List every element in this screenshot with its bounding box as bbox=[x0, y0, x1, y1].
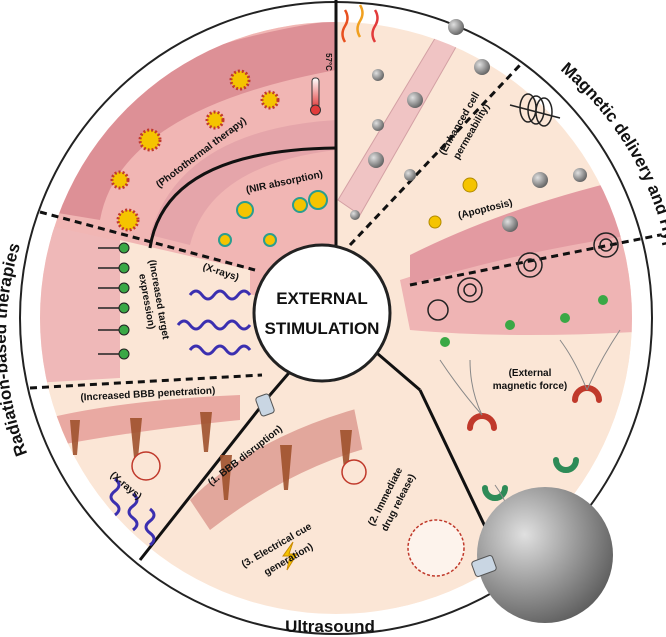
center-circle bbox=[252, 243, 392, 383]
outer-label-ultrasound: Ultrasound bbox=[285, 617, 375, 636]
neuron-shapes bbox=[70, 412, 352, 500]
label-magnetic-force-1: (External bbox=[509, 368, 552, 379]
target-cells bbox=[427, 232, 619, 321]
heat-wave-icons bbox=[341, 4, 379, 43]
magnetic-tissue bbox=[400, 220, 632, 335]
target-expression-right bbox=[120, 240, 250, 390]
magnetic-coil-icon bbox=[509, 93, 561, 127]
green-markers-right bbox=[440, 295, 608, 347]
magnet-icons bbox=[467, 385, 602, 501]
center-title-line2: STIMULATION bbox=[265, 319, 380, 338]
tumor-tissue-band bbox=[40, 22, 336, 220]
center-title-line1: EXTERNAL bbox=[276, 289, 368, 308]
dashed-dividers bbox=[29, 63, 661, 390]
xray-waves bbox=[109, 289, 252, 547]
nanocarrier-icons bbox=[131, 451, 465, 577]
ultrasound-transducers bbox=[255, 393, 497, 577]
marker-stems-left bbox=[98, 247, 119, 355]
nanoparticles-photothermal bbox=[110, 69, 328, 247]
lightning-icon bbox=[282, 541, 298, 571]
nanoparticles-permeability bbox=[350, 19, 587, 232]
label-temperature: 57°C bbox=[324, 53, 333, 71]
magnet-sphere bbox=[477, 487, 613, 623]
label-magnetic-force-2: magnetic force) bbox=[493, 381, 567, 392]
apoptosis-tissue bbox=[410, 170, 632, 285]
thermometer-icon bbox=[310, 77, 321, 116]
